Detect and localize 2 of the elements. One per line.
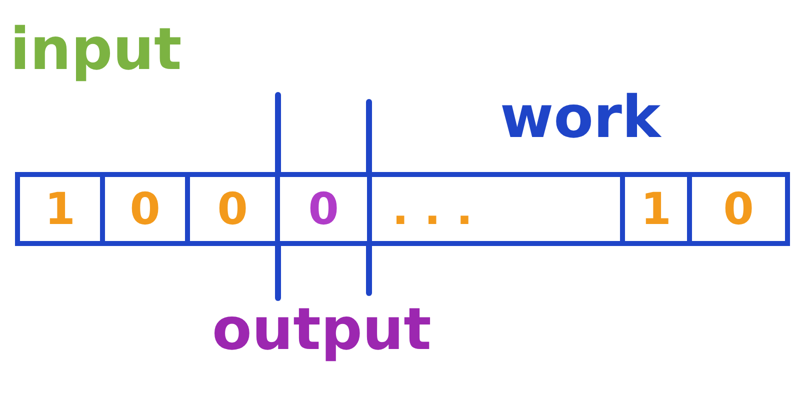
ellipsis-cell: . . . — [372, 172, 620, 246]
work-label: work — [500, 88, 661, 146]
